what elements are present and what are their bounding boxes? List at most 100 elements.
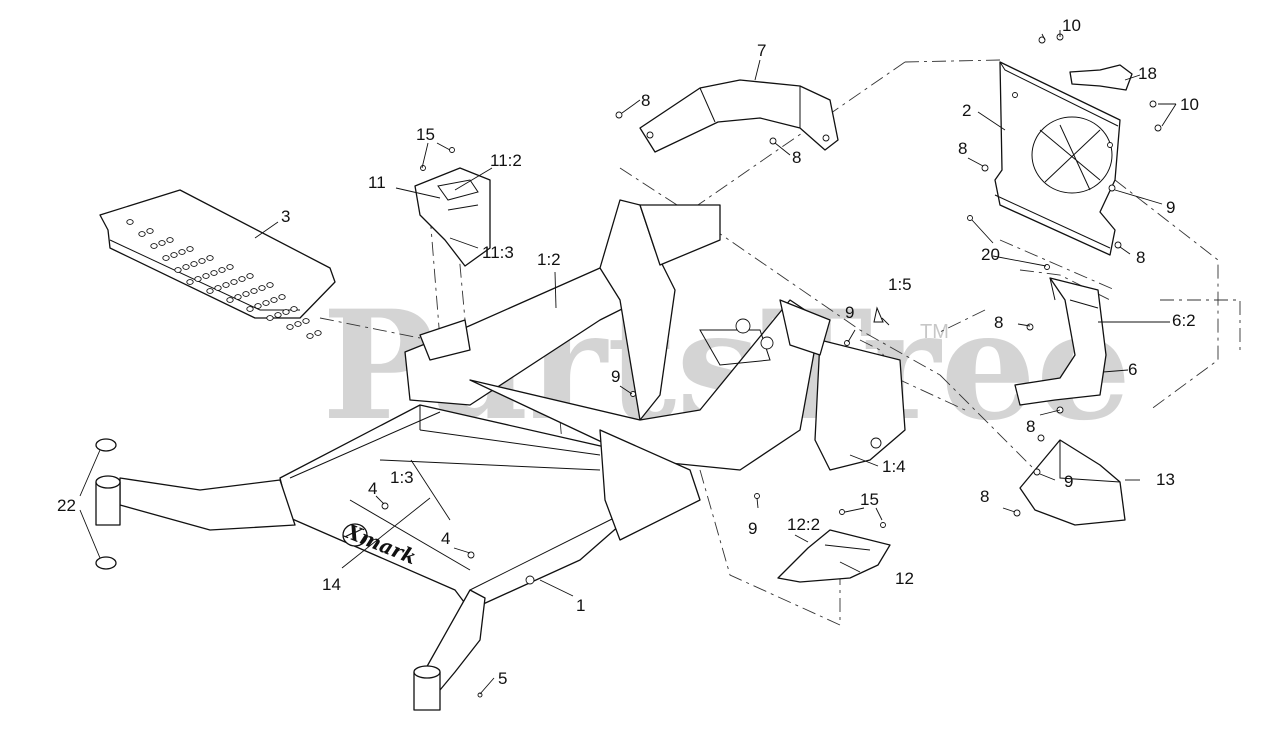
perforation-hole [306,333,314,339]
callout-8e: 8 [994,313,1003,332]
part-2-rear-plate [994,61,1121,256]
callout-1: 1 [576,596,585,615]
perforation-hole [146,228,154,234]
part-1-main-frame [119,199,906,691]
perforation-hole [246,273,254,279]
callout-2: 2 [962,101,971,120]
perforation-hole [226,264,234,270]
callout-12-2: 12:2 [787,515,820,534]
callout-15b: 15 [860,490,879,509]
part-13-skid [1019,439,1126,526]
perforation-hole [158,240,166,246]
perforation-hole [162,255,170,261]
callout-1-4: 1:4 [882,457,906,476]
callout-4b: 4 [441,529,450,548]
perforation-hole [206,255,214,261]
perforation-hole [222,282,230,288]
perforation-hole [170,252,178,258]
perforation-hole [150,243,158,249]
perforation-hole [234,294,242,300]
perforation-hole [190,261,198,267]
callout-6-2: 6:2 [1172,311,1196,330]
perforation-hole [186,246,194,252]
callout-9b: 9 [845,303,854,322]
callout-20: 20 [981,245,1000,264]
perforation-hole [194,276,202,282]
callout-13: 13 [1156,470,1175,489]
callout-9e: 9 [748,519,757,538]
callout-1-5: 1:5 [888,275,912,294]
perforation-hole [226,297,234,303]
perforation-hole [278,294,286,300]
callout-9c: 9 [611,367,620,386]
perforation-hole [282,309,290,315]
part-22-tube [95,438,121,570]
perforation-hole [166,237,174,243]
perforation-hole [138,231,146,237]
callout-1-2: 1:2 [537,250,561,269]
perforation-hole [242,291,250,297]
callout-14: 14 [322,575,341,594]
perforation-hole [210,270,218,276]
callout-6: 6 [1128,360,1137,379]
callout-9a: 9 [1166,198,1175,217]
trademark-symbol: TM [920,321,949,343]
perforation-hole [174,267,182,273]
part-3-floor-plate [99,189,336,339]
perforation-hole [302,318,310,324]
callout-7: 7 [757,41,766,60]
perforation-hole [218,267,226,273]
callout-8f: 8 [1026,417,1035,436]
perforation-hole [178,249,186,255]
callout-22: 22 [57,496,76,515]
callout-11: 11 [368,173,386,192]
part-6-bracket [1014,277,1107,406]
perforation-hole [238,276,246,282]
callout-3: 3 [281,207,290,226]
part-7-guard [639,79,839,153]
perforation-hole [214,285,222,291]
part-11-cover [414,167,491,267]
perforation-hole [206,288,214,294]
perforation-hole [202,273,210,279]
perforation-hole [274,312,282,318]
callout-11-3: 11:3 [482,243,514,262]
perforation-hole [126,219,134,225]
callout-11-2: 11:2 [490,151,522,170]
perforation-hole [290,306,298,312]
callout-10b: 10 [1180,95,1199,114]
perforation-hole [186,279,194,285]
callout-8b: 8 [792,148,801,167]
perforation-hole [198,258,206,264]
perforation-hole [258,285,266,291]
part-18-knob [1069,64,1133,91]
perforation-hole [230,279,238,285]
callout-8a: 8 [641,91,650,110]
part-12-plate [777,529,891,583]
perforation-hole [254,303,262,309]
perforation-hole [286,324,294,330]
perforation-hole [294,321,302,327]
callout-18: 18 [1138,64,1157,83]
perforation-hole [314,330,322,336]
callout-1-3: 1:3 [390,468,414,487]
callout-4a: 4 [368,479,377,498]
perforation-hole [250,288,258,294]
callout-8c: 8 [958,139,967,158]
perforation-hole [270,297,278,303]
callout-8d: 8 [1136,248,1145,267]
callout-labels: 1 1:2 1:3 1:4 1:5 2 3 4 4 5 6 6:2 7 8 8 … [57,16,1199,688]
leader-lines [79,30,1177,695]
callout-15a: 15 [416,125,435,144]
perforation-hole [262,300,270,306]
callout-10a: 10 [1062,16,1081,35]
callout-12: 12 [895,569,914,588]
perforation-hole [246,306,254,312]
perforation-hole [266,282,274,288]
perforation-hole [182,264,190,270]
callout-9d: 9 [1064,472,1073,491]
part-5-caster-tube [413,665,441,711]
callout-5: 5 [498,669,507,688]
perforation-hole [266,315,274,321]
